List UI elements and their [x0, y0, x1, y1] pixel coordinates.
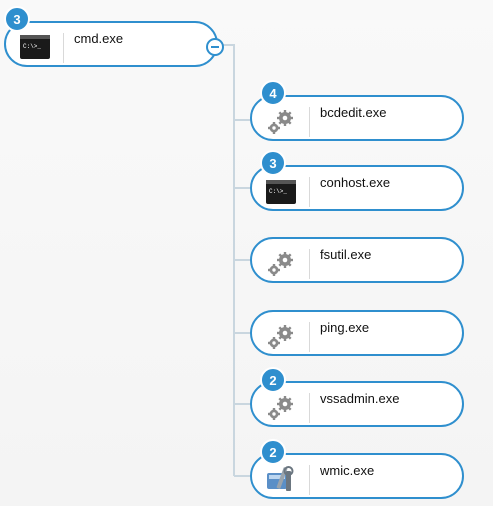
child-count-badge: 2 — [260, 439, 286, 465]
gears-icon — [266, 324, 296, 349]
process-name: vssadmin.exe — [320, 391, 400, 406]
gears-icon — [266, 251, 296, 276]
node-divider — [309, 465, 310, 495]
child-count-badge: 2 — [260, 367, 286, 393]
process-name: ping.exe — [320, 320, 370, 335]
child-count-badge: 3 — [4, 6, 30, 32]
process-node-child[interactable]: ping.exe — [250, 310, 464, 356]
process-node-child[interactable]: fsutil.exe — [250, 237, 464, 283]
node-divider — [309, 107, 310, 137]
node-divider — [309, 322, 310, 352]
minus-icon — [211, 46, 219, 48]
process-name: conhost.exe — [320, 175, 391, 190]
console-icon: C:\>_ — [266, 180, 296, 204]
process-node-child[interactable]: vssadmin.exe — [250, 381, 464, 427]
child-count-badge: 3 — [260, 150, 286, 176]
process-name: fsutil.exe — [320, 247, 372, 262]
process-node-child[interactable]: wmic.exe — [250, 453, 464, 499]
svg-text:C:\>_: C:\>_ — [269, 188, 287, 195]
process-name: cmd.exe — [74, 31, 124, 46]
node-divider — [309, 393, 310, 423]
process-node-child[interactable]: C:\>_ conhost.exe — [250, 165, 464, 211]
node-divider — [309, 177, 310, 207]
console-icon: C:\>_ — [20, 35, 50, 59]
svg-text:C:\>_: C:\>_ — [23, 43, 41, 50]
collapse-button[interactable] — [206, 38, 224, 56]
gears-icon — [266, 395, 296, 420]
process-name: wmic.exe — [320, 463, 375, 478]
node-divider — [309, 249, 310, 279]
process-node-child[interactable]: bcdedit.exe — [250, 95, 464, 141]
process-node-root[interactable]: C:\>_ cmd.exe — [4, 21, 218, 67]
gears-icon — [266, 109, 296, 134]
process-name: bcdedit.exe — [320, 105, 387, 120]
node-divider — [63, 33, 64, 63]
wmic-tools-icon — [266, 465, 296, 491]
child-count-badge: 4 — [260, 80, 286, 106]
